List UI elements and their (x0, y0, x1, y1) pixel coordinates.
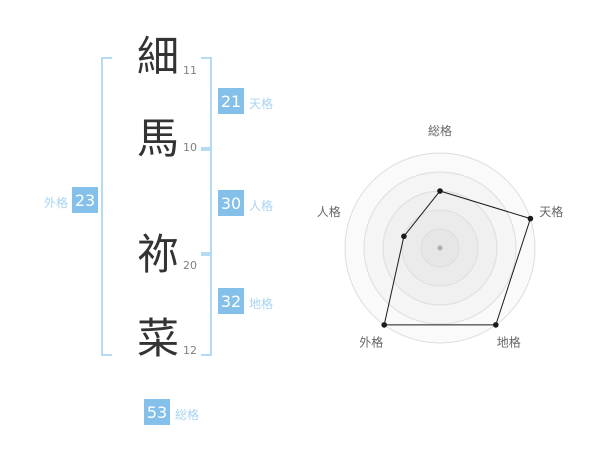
gaikaku-value-badge: 23 (72, 187, 98, 213)
tenkaku-label: 天格 (249, 97, 274, 111)
radar-axis-label: 地格 (497, 335, 521, 350)
name-character-2: 馬 (136, 114, 179, 163)
bracket-chikaku (201, 254, 212, 356)
stroke-count-4: 12 (183, 344, 197, 357)
radar-axis-label: 天格 (539, 204, 563, 219)
chikaku-label: 地格 (249, 297, 274, 311)
bracket-jinkaku (201, 149, 212, 254)
tenkaku-value-badge: 21 (218, 88, 244, 114)
stroke-count-3: 20 (183, 259, 197, 272)
soukaku-value-badge: 53 (144, 399, 170, 425)
radar-axis-label: 外格 (359, 335, 383, 350)
name-character-3: 祢 (136, 230, 179, 279)
stroke-count-2: 10 (183, 141, 197, 154)
gaikaku-label: 外格 (44, 196, 69, 210)
radar-axis-label: 総格 (428, 123, 452, 138)
name-character-1: 細 (136, 32, 179, 81)
chikaku-value-badge: 32 (218, 288, 244, 314)
jinkaku-value-badge: 30 (218, 190, 244, 216)
jinkaku-label: 人格 (249, 199, 274, 213)
soukaku-label: 総格 (175, 408, 200, 422)
name-character-4: 菜 (136, 314, 179, 363)
bracket-gaikaku (101, 57, 112, 356)
radar-axis-label: 人格 (317, 204, 341, 219)
stroke-count-1: 11 (183, 64, 197, 77)
bracket-tenkaku (201, 57, 212, 149)
